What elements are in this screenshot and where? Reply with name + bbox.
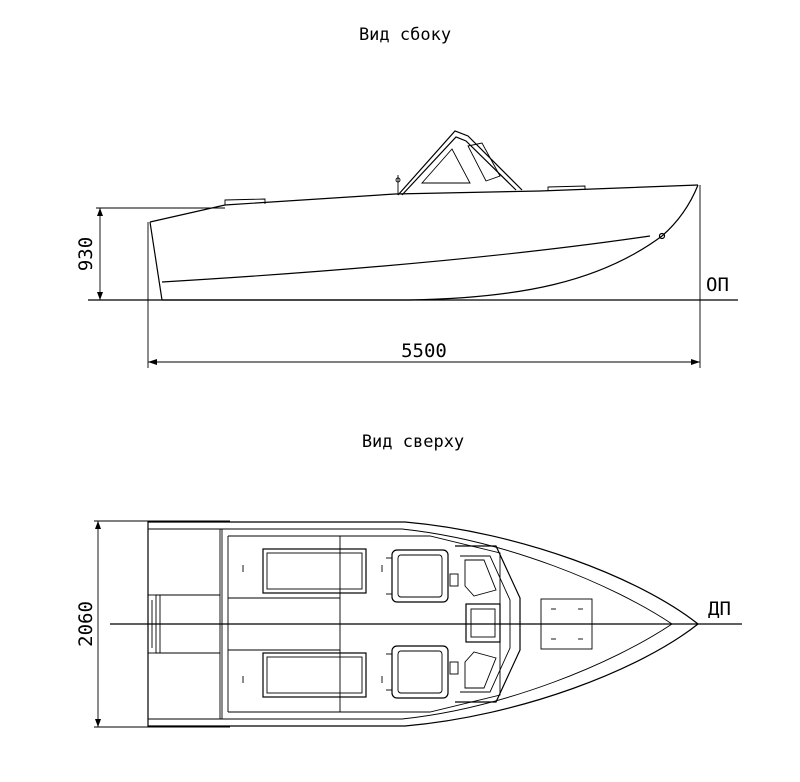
top-view: Вид сверху 2060 xyxy=(75,432,742,728)
length-dimension-value: 5500 xyxy=(401,340,447,362)
length-dimension: 5500 xyxy=(147,185,701,368)
side-hull xyxy=(149,184,699,301)
side-view: Вид сбоку ОП 930 5500 xyxy=(75,25,738,368)
bench-port xyxy=(262,548,367,594)
width-dimension-value: 2060 xyxy=(75,601,97,647)
height-dimension: 930 xyxy=(75,207,225,300)
seat-port xyxy=(386,549,449,603)
bench-starboard xyxy=(262,652,367,698)
width-dimension: 2060 xyxy=(75,520,230,728)
side-windshield xyxy=(395,130,523,196)
side-view-title: Вид сбоку xyxy=(359,25,451,45)
centerline-label: ДП xyxy=(708,598,731,620)
height-dimension-value: 930 xyxy=(75,237,97,271)
seat-starboard xyxy=(386,645,449,699)
top-view-title: Вид сверху xyxy=(362,432,464,452)
baseline-label: ОП xyxy=(706,274,729,296)
